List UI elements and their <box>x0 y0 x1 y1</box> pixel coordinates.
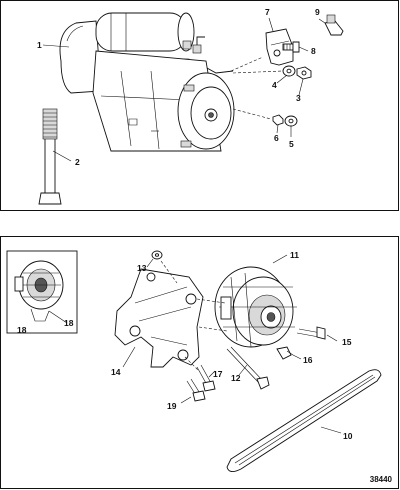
starter-motor-panel: 1 2 3 4 5 6 7 8 9 <box>0 0 399 211</box>
callout-19: 19 <box>167 401 177 411</box>
bolt-15 <box>296 326 326 340</box>
washer-4 <box>282 65 296 77</box>
nut-6 <box>272 114 284 126</box>
callout-18-label: 18 <box>17 325 27 335</box>
callout-3: 3 <box>296 93 301 103</box>
starter-motor-diagram: 1 2 3 4 5 6 7 8 9 <box>37 7 344 205</box>
callout-6: 6 <box>274 133 279 143</box>
callout-14: 14 <box>111 367 121 377</box>
through-bolt <box>38 108 62 205</box>
alternator-inset-view <box>6 250 78 334</box>
mounting-bracket <box>265 28 294 66</box>
alternator-diagram: 10 11 12 13 14 15 16 17 18 18 19 <box>6 250 382 472</box>
callout-16: 16 <box>303 355 313 365</box>
alternator-panel: 10 11 12 13 14 15 16 17 18 18 19 38440 <box>0 236 399 489</box>
washer-13 <box>151 250 163 260</box>
washer-5 <box>284 115 298 127</box>
callout-15: 15 <box>342 337 352 347</box>
callout-10: 10 <box>343 431 353 441</box>
callout-1: 1 <box>37 40 42 50</box>
stud-16 <box>276 346 294 360</box>
document-number: 38440 <box>369 475 392 484</box>
bolt-17 <box>196 364 216 392</box>
callout-2: 2 <box>75 157 80 167</box>
callout-9: 9 <box>315 7 320 17</box>
starter-motor-illustration <box>59 12 235 152</box>
stud-9 <box>324 14 344 36</box>
callout-12: 12 <box>231 373 241 383</box>
callout-13: 13 <box>137 263 147 273</box>
callout-5: 5 <box>289 139 294 149</box>
nut-3 <box>296 66 312 80</box>
bolt-19 <box>186 378 206 402</box>
bolt-12 <box>226 346 270 390</box>
callout-4: 4 <box>272 80 277 90</box>
alternator-bracket <box>114 268 204 368</box>
callout-11: 11 <box>290 250 299 260</box>
drive-belt <box>226 369 382 472</box>
callout-8: 8 <box>311 46 316 56</box>
bolt-8 <box>282 41 300 53</box>
alternator <box>214 266 297 348</box>
callout-18-inset: 18 <box>64 318 74 328</box>
callout-7: 7 <box>265 7 270 17</box>
callout-17: 17 <box>213 369 223 379</box>
